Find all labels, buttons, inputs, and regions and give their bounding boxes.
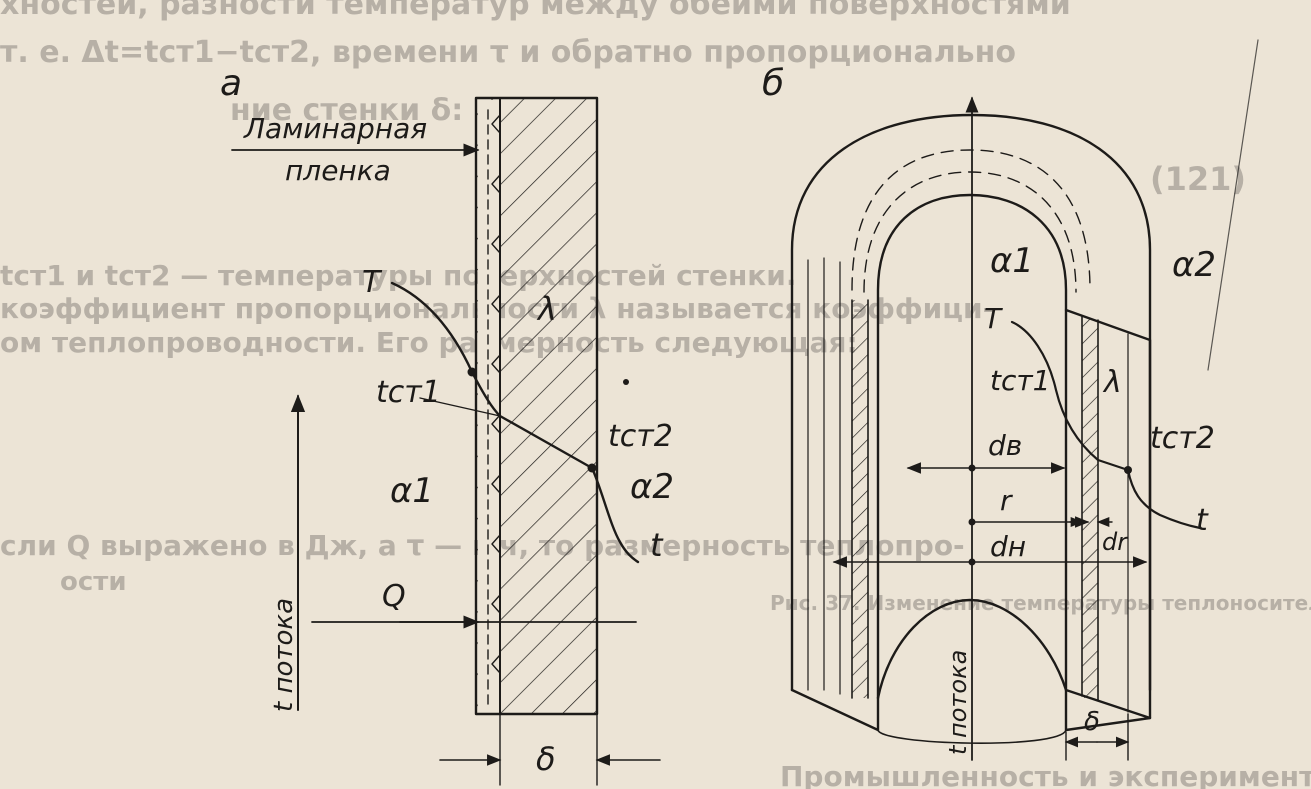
label-delta-a: δ: [536, 740, 556, 778]
r-center-dot: [968, 518, 976, 526]
bg-line-2: т. е. Δt=tст1−tст2, времени τ и обратно …: [0, 35, 1016, 70]
laminar-film-band: [478, 100, 500, 712]
dn-center-dot: [968, 558, 976, 566]
bottom-right-edge: [1064, 688, 1152, 732]
film-zigzag: [491, 114, 501, 674]
label-flow-a: t потока: [269, 598, 299, 712]
bg-caption: Рис. 37. Изменение температуры теплоноси…: [770, 591, 1311, 615]
bg-line-6: ом теплопроводности. Его размерность сле…: [0, 326, 858, 359]
label-t-st1-b: tст1: [990, 364, 1051, 397]
label-r: r: [1000, 484, 1013, 517]
label-flow-b: t потока: [944, 650, 972, 755]
label-t-st2-b: tст2: [1150, 421, 1215, 456]
diagram-a: а Ламинарная пленка T λ tст1 tст2 α1 α2 …: [220, 63, 674, 786]
label-t-st1-a: tст1: [376, 375, 441, 410]
pipe-inner-wall: [876, 193, 1068, 700]
wall-outline: [474, 96, 599, 716]
diagram-b: б α1 α2 T tст1: [762, 63, 1216, 761]
bottom-inner-arc: [876, 598, 1068, 700]
label-dn: dн: [990, 530, 1026, 563]
label-lambda-b: λ: [1102, 365, 1122, 400]
film-label-line2: пленка: [285, 154, 391, 187]
label-Q: Q: [382, 579, 406, 614]
stray-dot: [623, 379, 629, 385]
bg-bottom: Промышленность и эксперимент показали, л…: [780, 760, 1311, 789]
bottom-rim: [877, 729, 1067, 744]
label-t-a: t: [650, 526, 664, 564]
label-dr: dr: [1102, 528, 1129, 556]
panel-b-label: б: [762, 63, 784, 104]
label-lambda-a: λ: [536, 290, 557, 328]
t-st1-leader: [419, 397, 501, 417]
label-t-st2-a: tст2: [608, 419, 673, 454]
label-delta-b: δ: [1084, 707, 1100, 737]
point-t-st1: [467, 367, 477, 377]
label-t-b: t: [1196, 503, 1209, 538]
label-T-b: T: [984, 302, 1003, 335]
bg-eq-number: (121): [1150, 160, 1246, 198]
temperature-curve-b: [1010, 320, 1202, 530]
panel-a-label: а: [220, 63, 242, 104]
right-hatched-layer: [1082, 318, 1098, 698]
label-alpha2-b: α2: [1172, 245, 1216, 285]
point-t-st2-b: [1124, 466, 1132, 474]
page-crease: [1207, 39, 1259, 371]
label-alpha2-a: α2: [630, 467, 674, 507]
bg-line-1: хностей, разности температур между обеим…: [0, 0, 1071, 22]
label-alpha1-a: α1: [390, 471, 434, 511]
label-T-a: T: [362, 265, 383, 300]
dv-center-dot: [968, 464, 976, 472]
laminar-arc-inner: [863, 171, 1077, 293]
label-dv: dв: [988, 429, 1022, 462]
label-alpha1-b: α1: [990, 241, 1034, 281]
bg-line-3: ние стенки δ:: [230, 93, 463, 128]
laminar-arc-outer: [851, 149, 1091, 291]
bg-line-8: ости: [60, 567, 127, 597]
left-hatched-layer: [852, 300, 868, 698]
film-label-line1: Ламинарная: [243, 112, 427, 145]
point-t-st2: [587, 463, 597, 473]
